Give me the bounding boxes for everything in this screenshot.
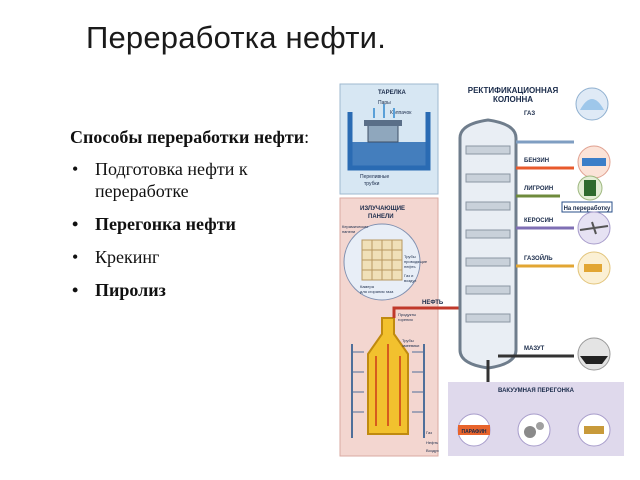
method-item-pyrolysis: Пиролиз — [70, 279, 325, 301]
methods-heading: Способы переработки нефти: — [70, 126, 325, 148]
method-item-distillation: Перегонка нефти — [70, 213, 325, 235]
panels-note-1: Керамические — [342, 224, 369, 229]
fraction-kerosene: КЕРОСИН — [524, 218, 553, 224]
tray-pipes-1: Переливные — [360, 174, 389, 180]
panels-label-1: ИЗЛУЧАЮЩИЕ — [360, 206, 405, 212]
tray-vapors: Пары — [378, 100, 391, 106]
furnace-heat-1: Трубы — [402, 338, 414, 343]
panels-tubes-1: Трубы — [404, 254, 416, 259]
tray-pipes-2: трубки — [364, 181, 380, 187]
column-title-2: КОЛОННА — [493, 95, 533, 104]
fraction-mazut: МАЗУТ — [524, 346, 545, 352]
content-block: Способы переработки нефти: Подготовка не… — [70, 126, 325, 312]
tray-label: ТАРЕЛКА — [378, 90, 406, 96]
panels-tubes-2: проводящие — [404, 259, 428, 264]
methods-heading-rest: : — [304, 127, 310, 147]
panels-tubes-3: нефть — [404, 264, 416, 269]
panels-note-2: панели — [342, 229, 355, 234]
panels-mix-2: воздух — [404, 278, 416, 283]
slide-title: Переработка нефти. — [86, 20, 387, 55]
vacuum-label: ВАКУУМНАЯ ПЕРЕГОНКА — [498, 388, 575, 394]
fraction-gas: ГАЗ — [524, 111, 535, 117]
methods-heading-bold: Способы переработки нефти — [70, 127, 305, 147]
distillation-diagram: РЕКТИФИКАЦИОННАЯ КОЛОННА ТАРЕЛКА Пары Ко… — [338, 82, 628, 460]
rectification-column — [458, 118, 518, 370]
ceramic-panel-grid — [361, 239, 403, 281]
furnace-air: Воздух — [426, 448, 439, 453]
fraction-gasoil: ГАЗОЙЛЬ — [524, 254, 553, 262]
fraction-lines — [486, 140, 574, 368]
paraffin-label: ПАРАФИН — [461, 429, 486, 435]
to-processing-label: На переработку — [564, 205, 611, 212]
furnace-gas: Газ — [426, 430, 432, 435]
methods-list: Подготовка нефти к переработке Перегонка… — [70, 158, 325, 301]
furnace-products-1: Продукты — [398, 312, 416, 317]
panels-mix-1: Газ и — [404, 273, 413, 278]
tray-cap: Колпачок — [390, 110, 412, 116]
ship-icon — [577, 337, 611, 371]
panels-burner-1: Камера — [360, 284, 375, 289]
furnace-oil-in: Нефть — [426, 440, 438, 445]
method-item-preparation: Подготовка нефти к переработке — [70, 158, 325, 202]
furnace-heat-2: змеевики — [402, 343, 419, 348]
feed-label: НЕФТЬ — [422, 300, 444, 306]
fraction-ligroin: ЛИГРОИН — [524, 186, 553, 192]
method-item-cracking: Крекинг — [70, 246, 325, 268]
panels-label-2: ПАНЕЛИ — [368, 214, 394, 220]
tube-furnace — [351, 317, 425, 438]
column-title-1: РЕКТИФИКАЦИОННАЯ — [468, 86, 559, 95]
fraction-petrol: БЕНЗИН — [524, 158, 549, 164]
panels-burner-2: для сгорания газа — [360, 289, 394, 294]
furnace-products-2: горения — [398, 317, 413, 322]
